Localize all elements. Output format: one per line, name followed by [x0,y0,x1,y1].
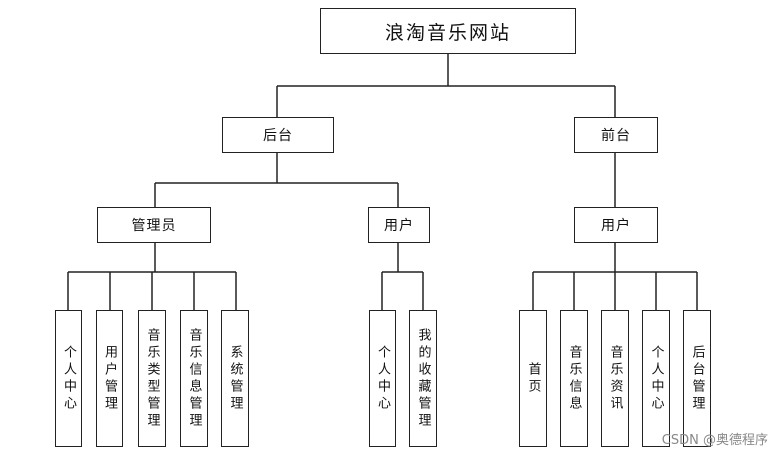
backend-user-item-label: 个人中心 [375,344,390,413]
frontend-user-item-label: 后台管理 [689,344,705,413]
frontend-user-item-label: 音乐信息 [566,344,582,413]
admin-item-label: 系统管理 [227,344,243,413]
backend-user-item-label: 我的收藏管理 [415,327,431,430]
admin-item-label: 音乐信息管理 [186,327,202,430]
admin-item-label: 用户管理 [102,344,117,413]
backend-user-node: 用户 [368,207,430,243]
backend-node: 后台 [222,117,334,153]
frontend-user-item-personal-center: 个人中心 [642,310,670,447]
frontend-user-item-backend-management: 后台管理 [683,310,711,447]
frontend-user-item-label: 音乐资讯 [607,344,623,413]
frontend-user-item-music-news: 音乐资讯 [601,310,629,447]
frontend-user-item-music-info: 音乐信息 [560,310,588,447]
admin-node: 管理员 [97,207,211,243]
backend-user-item-personal-center: 个人中心 [369,310,396,447]
backend-user-label: 用户 [384,218,414,234]
frontend-user-label: 用户 [601,218,631,234]
admin-item-music-info-management: 音乐信息管理 [180,310,208,447]
admin-label: 管理员 [131,218,177,234]
frontend-user-item-label: 首页 [525,361,541,396]
admin-item-user-management: 用户管理 [96,310,123,447]
backend-user-item-favorites-management: 我的收藏管理 [409,310,437,447]
frontend-user-item-home: 首页 [519,310,547,447]
frontend-user-node: 用户 [574,207,658,243]
backend-label: 后台 [263,128,293,144]
root-node: 浪淘音乐网站 [320,8,576,54]
admin-item-system-management: 系统管理 [221,310,249,447]
admin-item-music-type-management: 音乐类型管理 [138,310,166,447]
root-label: 浪淘音乐网站 [384,21,511,44]
frontend-label: 前台 [601,128,631,144]
frontend-user-item-label: 个人中心 [648,344,664,413]
admin-item-personal-center: 个人中心 [55,310,82,447]
admin-item-label: 音乐类型管理 [144,327,160,430]
frontend-node: 前台 [574,117,658,153]
admin-item-label: 个人中心 [61,344,76,413]
watermark-text: CSDN @奥德程序 [661,433,768,448]
